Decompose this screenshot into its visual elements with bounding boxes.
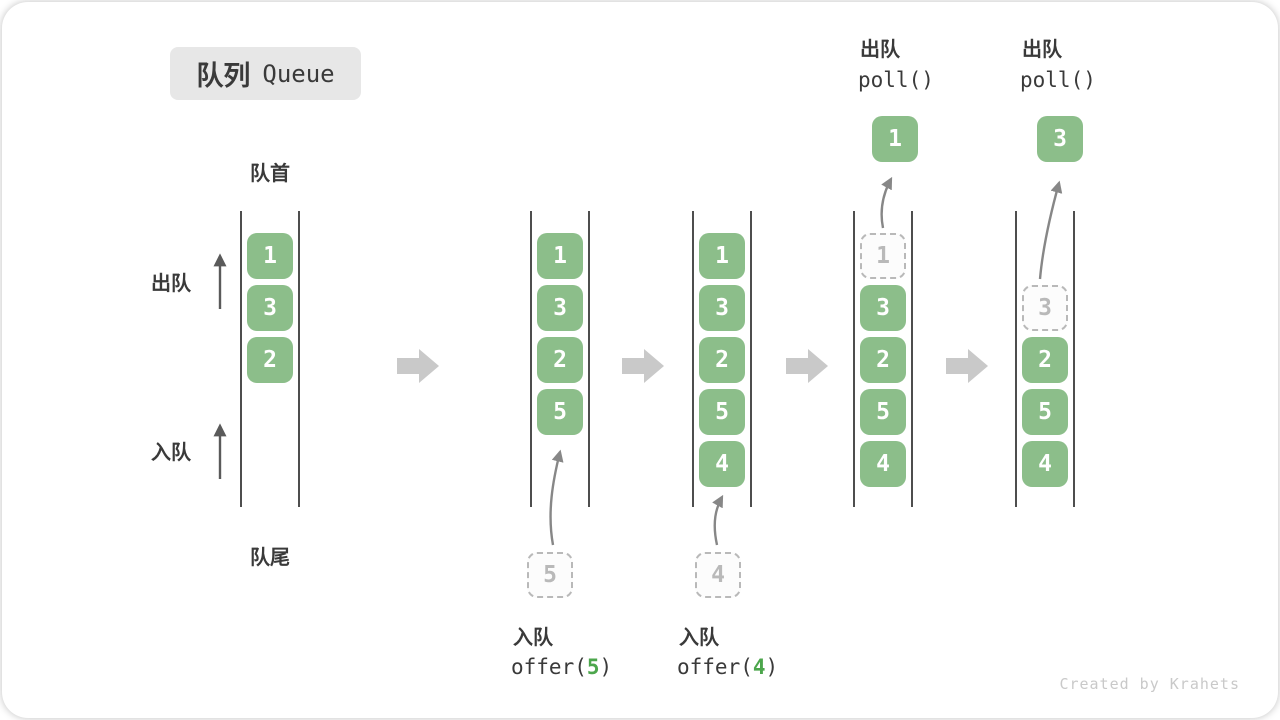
pending-item-5: 5 xyxy=(527,552,573,598)
op-poll1-action: 出队 xyxy=(860,39,900,61)
label-enqueue: 入队 xyxy=(151,442,191,464)
queue-state-5: 3 2 5 4 xyxy=(1015,211,1075,507)
queue-item: 1 xyxy=(699,233,745,279)
code-text: offer( xyxy=(677,655,753,679)
queue-item: 3 xyxy=(247,285,293,331)
queue-item: 2 xyxy=(247,337,293,383)
queue-wall-left xyxy=(853,211,855,507)
queue-item: 5 xyxy=(537,389,583,435)
code-text: ) xyxy=(765,655,779,679)
queue-item: 3 xyxy=(860,285,906,331)
queue-wall-left xyxy=(530,211,532,507)
queue-wall-right xyxy=(911,211,913,507)
queue-item: 3 xyxy=(699,285,745,331)
queue-wall-right xyxy=(588,211,590,507)
removed-item-slot: 3 xyxy=(1022,285,1068,331)
queue-wall-right xyxy=(750,211,752,507)
code-text: offer( xyxy=(511,655,587,679)
credit-text: Created by Krahets xyxy=(1059,675,1240,693)
step-arrow-1 xyxy=(397,349,439,383)
op-poll2-action: 出队 xyxy=(1022,39,1062,61)
title-en: Queue xyxy=(262,59,335,88)
queue-wall-left xyxy=(692,211,694,507)
code-arg: 5 xyxy=(586,655,600,679)
op-enqueue4-action: 入队 xyxy=(679,627,719,649)
title-chip: 队列 Queue xyxy=(170,47,361,100)
queue-item: 2 xyxy=(699,337,745,383)
op-poll1-code: poll() xyxy=(858,68,934,92)
queue-item: 4 xyxy=(860,441,906,487)
code-text: ) xyxy=(599,655,613,679)
popped-item-3: 3 xyxy=(1037,116,1083,162)
queue-item: 2 xyxy=(537,337,583,383)
queue-wall-left xyxy=(240,211,242,507)
queue-item: 2 xyxy=(1022,337,1068,383)
op-enqueue5-action: 入队 xyxy=(513,627,553,649)
code-arg: 4 xyxy=(752,655,766,679)
step-arrow-3 xyxy=(786,349,828,383)
queue-item: 4 xyxy=(699,441,745,487)
queue-item: 2 xyxy=(860,337,906,383)
queue-state-1: 1 3 2 xyxy=(240,211,300,507)
label-dequeue: 出队 xyxy=(151,273,191,295)
queue-item: 1 xyxy=(537,233,583,279)
step-arrow-2 xyxy=(622,349,664,383)
op-poll2-code: poll() xyxy=(1020,68,1096,92)
queue-item: 5 xyxy=(699,389,745,435)
queue-item: 1 xyxy=(247,233,293,279)
removed-item-slot: 1 xyxy=(860,233,906,279)
queue-item: 4 xyxy=(1022,441,1068,487)
queue-state-4: 1 3 2 5 4 xyxy=(853,211,913,507)
queue-wall-right xyxy=(1073,211,1075,507)
queue-item: 3 xyxy=(537,285,583,331)
op-enqueue4-code: offer(4) xyxy=(677,655,778,679)
queue-state-3: 1 3 2 5 4 xyxy=(692,211,752,507)
queue-state-2: 1 3 2 5 xyxy=(530,211,590,507)
label-queue-rear: 队尾 xyxy=(250,547,290,569)
queue-wall-left xyxy=(1015,211,1017,507)
op-enqueue5-code: offer(5) xyxy=(511,655,612,679)
step-arrow-4 xyxy=(946,349,988,383)
pending-item-4: 4 xyxy=(695,552,741,598)
queue-item: 5 xyxy=(860,389,906,435)
label-queue-front: 队首 xyxy=(250,163,290,185)
title-zh: 队列 xyxy=(196,61,251,91)
popped-item-1: 1 xyxy=(872,116,918,162)
queue-wall-right xyxy=(298,211,300,507)
queue-item: 5 xyxy=(1022,389,1068,435)
